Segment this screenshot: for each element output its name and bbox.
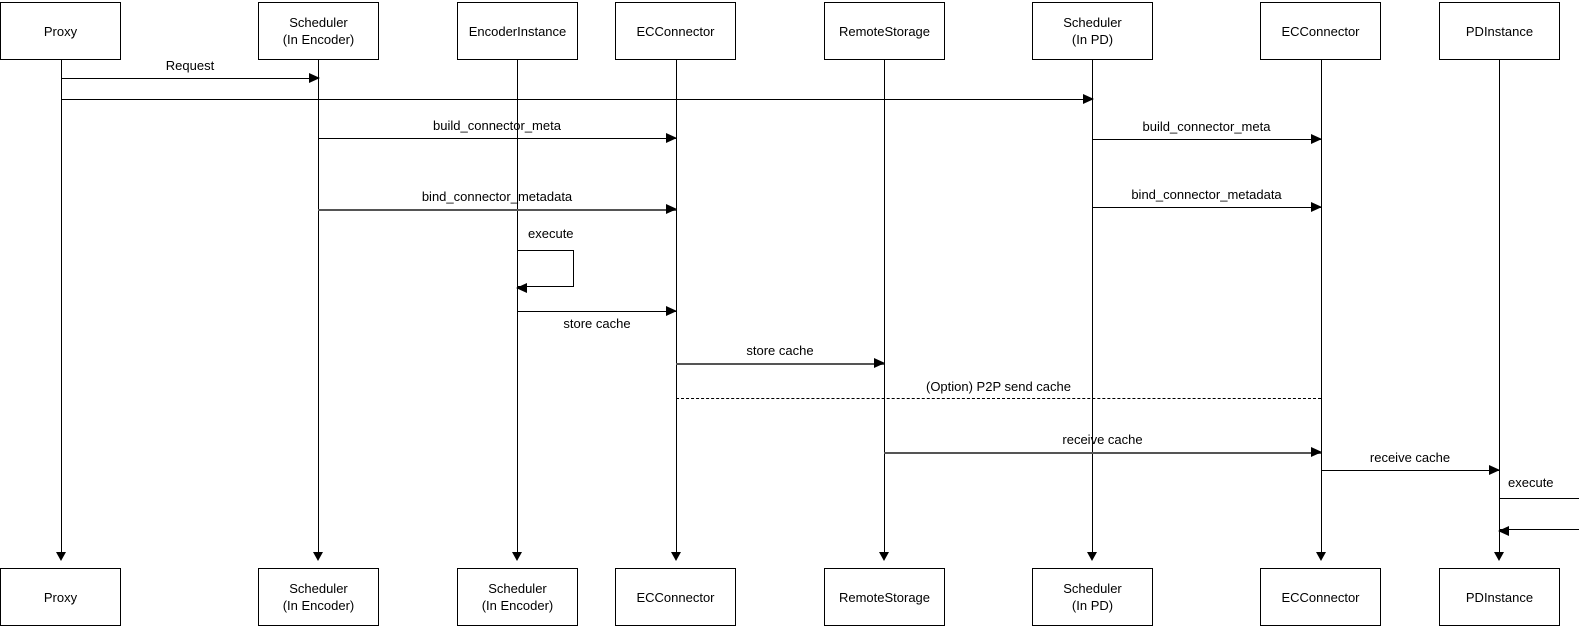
arrow-head-icon xyxy=(666,204,677,214)
participant-top-ecconn-left[interactable]: ECConnector xyxy=(615,2,736,60)
participant-label: Proxy xyxy=(43,23,78,39)
participant-bottom-ecconn-right[interactable]: ECConnector xyxy=(1260,568,1381,626)
participant-label: ECConnector xyxy=(1281,589,1360,605)
self-call-label-execute-pdinstance: execute xyxy=(1508,475,1554,490)
arrow-head-icon xyxy=(1311,447,1322,457)
participant-sublabel: (In PD) xyxy=(1071,32,1114,47)
arrow-head-icon xyxy=(1311,202,1322,212)
arrow-head-icon xyxy=(666,306,677,316)
message-label: build_connector_meta xyxy=(1142,119,1271,134)
message-label: receive cache xyxy=(1062,432,1143,447)
lifeline-encoder-inst xyxy=(517,60,518,558)
lifeline-sched-pd xyxy=(1092,60,1093,558)
self-call-label-execute-encoder: execute xyxy=(528,226,574,241)
participant-bottom-ecconn-left[interactable]: ECConnector xyxy=(615,568,736,626)
participant-top-proxy[interactable]: Proxy xyxy=(0,2,121,60)
message-label: store cache xyxy=(563,316,631,331)
lifeline-arrow-encoder-inst xyxy=(512,552,522,561)
participant-label: Scheduler xyxy=(289,581,348,596)
arrow-head-icon xyxy=(1498,525,1509,536)
lifeline-arrow-sched-enc xyxy=(313,552,323,561)
arrow-shaft xyxy=(318,209,676,211)
participant-sublabel: (In PD) xyxy=(1071,598,1114,613)
lifeline-arrow-remote-store xyxy=(879,552,889,561)
arrow-shaft xyxy=(318,138,676,139)
participant-label: ECConnector xyxy=(636,589,715,605)
message-label: bind_connector_metadata xyxy=(421,189,573,204)
participant-bottom-encoder-inst[interactable]: Scheduler (In Encoder) xyxy=(457,568,578,626)
participant-top-sched-pd[interactable]: Scheduler (In PD) xyxy=(1032,2,1153,60)
lifeline-ecconn-right xyxy=(1321,60,1322,558)
message-label: Request xyxy=(165,58,215,73)
lifeline-proxy xyxy=(61,60,62,558)
lifeline-pd-inst xyxy=(1499,60,1500,558)
lifeline-arrow-ecconn-left xyxy=(671,552,681,561)
lifeline-remote-store xyxy=(884,60,885,558)
participant-label: Scheduler xyxy=(1063,15,1122,30)
message-label: build_connector_meta xyxy=(433,118,561,133)
arrow-head-icon xyxy=(874,358,885,368)
participant-bottom-sched-pd[interactable]: Scheduler (In PD) xyxy=(1032,568,1153,626)
message-label: bind_connector_metadata xyxy=(1131,187,1282,202)
participant-label: Proxy xyxy=(43,589,78,605)
participant-sublabel: (In Encoder) xyxy=(481,598,554,613)
participant-label: Scheduler xyxy=(289,15,348,30)
arrow-shaft xyxy=(61,99,1093,100)
lifeline-sched-enc xyxy=(318,60,319,558)
lifeline-arrow-sched-pd xyxy=(1087,552,1097,561)
arrow-shaft xyxy=(1092,139,1321,140)
participant-bottom-pd-inst[interactable]: PDInstance xyxy=(1439,568,1560,626)
participant-bottom-sched-enc[interactable]: Scheduler (In Encoder) xyxy=(258,568,379,626)
participant-top-pd-inst[interactable]: PDInstance xyxy=(1439,2,1560,60)
arrow-head-icon xyxy=(516,282,527,293)
participant-label: ECConnector xyxy=(636,23,715,39)
arrow-head-icon xyxy=(1311,134,1322,144)
arrow-shaft xyxy=(61,78,319,79)
self-call-execute-pdinstance[interactable] xyxy=(1498,498,1579,536)
participant-top-ecconn-right[interactable]: ECConnector xyxy=(1260,2,1381,60)
participant-label: PDInstance xyxy=(1465,23,1534,39)
self-call-execute-encoder[interactable] xyxy=(516,250,574,293)
participant-label: RemoteStorage xyxy=(838,589,931,605)
lifeline-arrow-ecconn-right xyxy=(1316,552,1326,561)
participant-bottom-proxy[interactable]: Proxy xyxy=(0,568,121,626)
arrow-shaft xyxy=(884,452,1321,454)
message-label: store cache xyxy=(746,343,814,358)
participant-label: Scheduler xyxy=(488,581,547,596)
participant-sublabel: (In Encoder) xyxy=(282,32,355,47)
arrow-head-icon xyxy=(309,73,320,83)
participant-top-sched-enc[interactable]: Scheduler (In Encoder) xyxy=(258,2,379,60)
participant-label: EncoderInstance xyxy=(468,23,567,39)
participant-label: ECConnector xyxy=(1281,23,1360,39)
participant-sublabel: (In Encoder) xyxy=(282,598,355,613)
message-label: (Option) P2P send cache xyxy=(925,379,1071,394)
participant-bottom-remote-store[interactable]: RemoteStorage xyxy=(824,568,945,626)
participant-label: Scheduler xyxy=(1063,581,1122,596)
participant-top-remote-store[interactable]: RemoteStorage xyxy=(824,2,945,60)
participant-top-encoder-inst[interactable]: EncoderInstance xyxy=(457,2,578,60)
arrow-head-icon xyxy=(666,133,677,143)
arrow-shaft xyxy=(676,363,884,365)
arrow-head-icon xyxy=(1083,94,1094,104)
arrow-head-icon xyxy=(1489,465,1500,475)
arrow-shaft xyxy=(1321,470,1499,471)
message-p2p-send-cache[interactable]: (Option) P2P send cache xyxy=(676,379,1321,399)
message-label: receive cache xyxy=(1369,450,1451,465)
lifeline-arrow-proxy xyxy=(56,552,66,561)
arrow-shaft xyxy=(1092,207,1321,208)
arrow-shaft xyxy=(518,311,676,312)
lifeline-arrow-pd-inst xyxy=(1494,552,1504,561)
participant-label: PDInstance xyxy=(1465,589,1534,605)
participant-label: RemoteStorage xyxy=(838,23,931,39)
